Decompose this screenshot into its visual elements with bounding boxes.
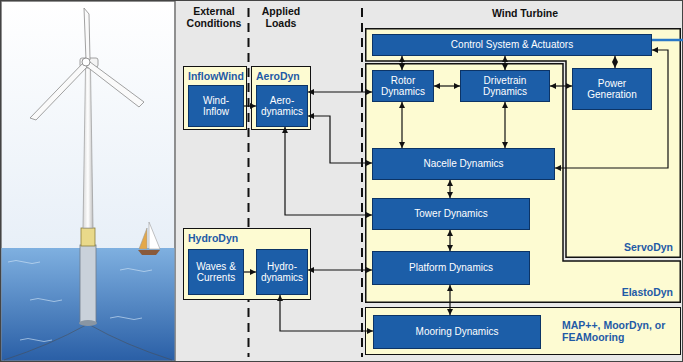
module-region: AeroDynAero- dynamics (251, 66, 311, 130)
process-box: Waves & Currents (188, 249, 244, 295)
module-region: ElastoDyn Rotor Dynamics Drivetrain Dynami… (365, 63, 681, 303)
process-box: Aero- dynamics (256, 85, 308, 127)
process-box: Control System & Actuators (372, 34, 652, 56)
column-header: Wind Turbine (465, 7, 585, 19)
module-region: InflowWindWind-Inflow (183, 66, 247, 130)
module-name: ServoDyn (624, 241, 673, 253)
connector-arrow (308, 116, 372, 163)
box-label: Waves & Currents (190, 261, 242, 284)
process-box: Tower Dynamics (372, 198, 530, 230)
box-label: Drivetrain Dynamics (462, 75, 548, 98)
box-label: Nacelle Dynamics (423, 158, 503, 170)
module-name: ElastoDyn (622, 286, 673, 298)
box-label: Mooring Dynamics (416, 326, 499, 338)
connector-arrow (449, 230, 450, 251)
box-label: Platform Dynamics (409, 262, 493, 274)
box-label: Power Generation (574, 78, 650, 101)
connector-arrow (504, 56, 505, 70)
module-region: HydroDynWaves & Currents Hydro- dynamics (183, 228, 311, 300)
process-box: Wind-Inflow (188, 85, 244, 127)
box-label: Wind-Inflow (190, 95, 242, 118)
connector-arrow (449, 285, 450, 315)
connector-arrow (434, 85, 460, 86)
process-box: Hydro- dynamics (256, 249, 308, 295)
panel-ground (176, 0, 683, 362)
connector-arrow (614, 56, 615, 68)
process-box: Drivetrain Dynamics (460, 70, 550, 102)
process-box: Nacelle Dynamics (372, 148, 555, 180)
process-box: Rotor Dynamics (372, 70, 434, 102)
connector-arrow (308, 269, 372, 270)
process-box: Power Generation (572, 68, 652, 110)
box-label: Rotor Dynamics (374, 75, 432, 98)
module-region: MAP++, MoorDyn, or FEAMooring Mooring Dyn… (365, 307, 681, 355)
box-label: Tower Dynamics (414, 208, 487, 220)
column-header: External Conditions (181, 5, 247, 29)
module-name: MAP++, MoorDyn, or FEAMooring (562, 319, 674, 343)
connector-arrow (401, 102, 402, 148)
connector-arrow (449, 180, 450, 198)
connector-arrow (308, 91, 372, 92)
process-box: Mooring Dynamics (373, 315, 541, 349)
module-name: HydroDyn (188, 232, 306, 244)
connector-arrow (244, 105, 256, 106)
box-label: Hydro- dynamics (258, 261, 306, 284)
column-header: Applied Loads (251, 5, 311, 29)
box-label: Control System & Actuators (451, 39, 573, 51)
connector-arrow (401, 56, 402, 70)
column-divider (249, 8, 363, 357)
connector-arrow (550, 85, 572, 86)
module-name: AeroDyn (256, 70, 306, 82)
process-box: Platform Dynamics (372, 251, 530, 285)
connector-arrow (285, 127, 372, 215)
connector-arrow (280, 295, 373, 331)
module-name: InflowWind (188, 70, 242, 82)
box-label: Aero- dynamics (258, 95, 306, 118)
connector-arrow (244, 271, 256, 272)
external-controller-link (652, 39, 683, 42)
connector-arrow (504, 102, 505, 148)
